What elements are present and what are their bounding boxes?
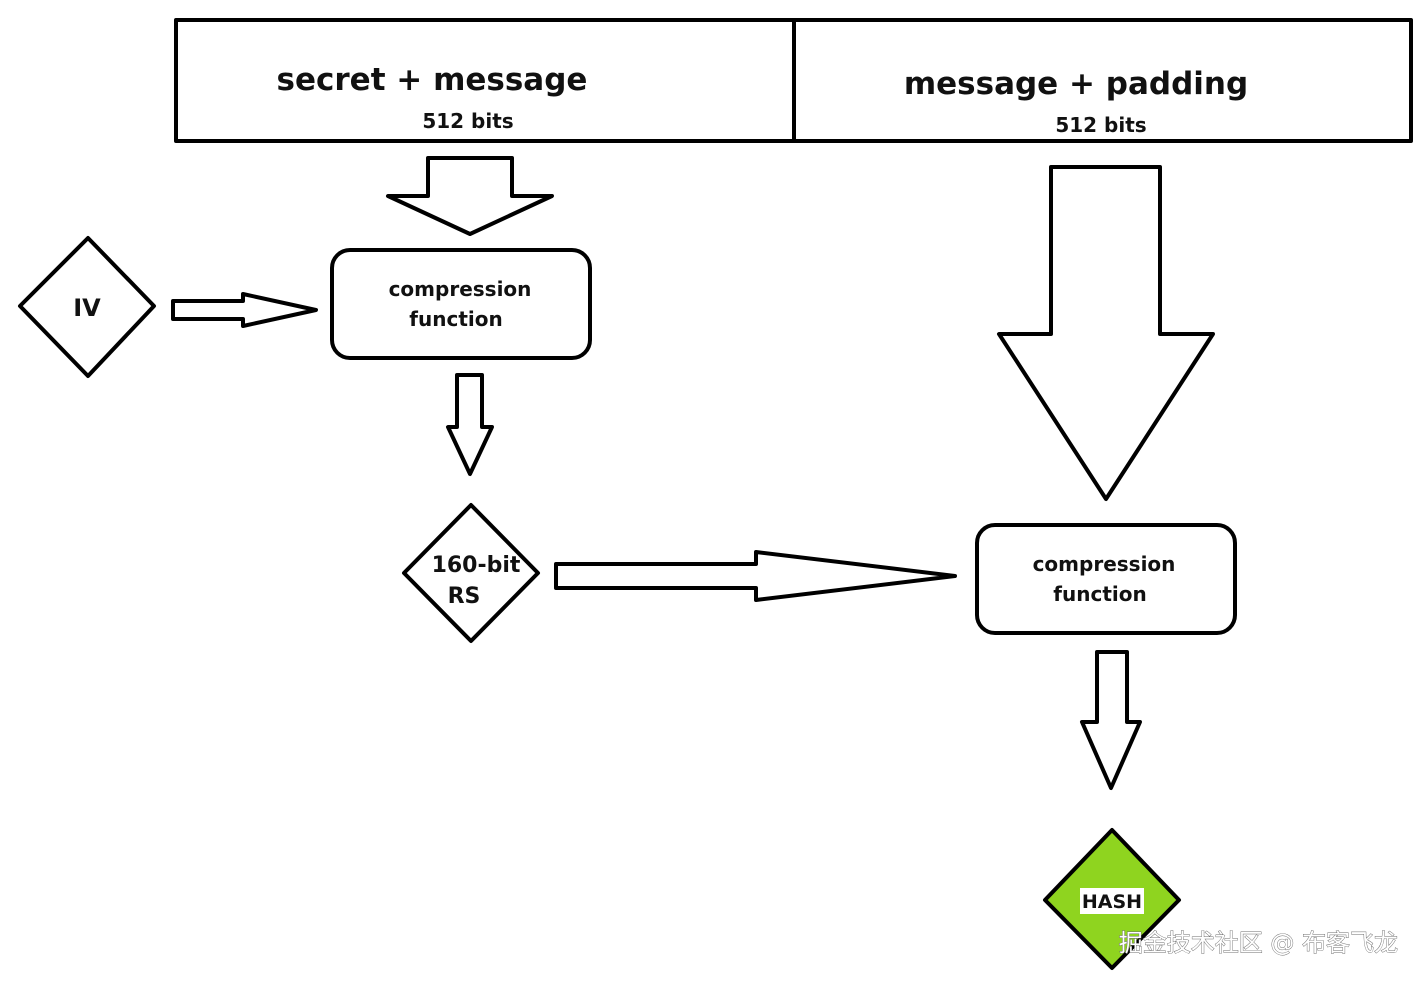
compression-right-line1: compression bbox=[1033, 552, 1176, 576]
rs-label-line1: 160-bit bbox=[432, 553, 521, 578]
big-down-arrow-header-to-compression-right bbox=[997, 165, 1215, 501]
compression-left-line1: compression bbox=[389, 277, 532, 301]
header-left-title: secret + message bbox=[277, 62, 588, 98]
header-right-bits: 512 bits bbox=[1055, 113, 1146, 137]
watermark-text: 掘金技术社区 @ 布客飞龙 bbox=[1119, 929, 1398, 957]
hash-label: HASH bbox=[1082, 891, 1142, 913]
compression-function-box-left bbox=[330, 248, 592, 360]
hash-label-background bbox=[1080, 888, 1144, 914]
down-arrow-compression-to-rs bbox=[446, 373, 494, 476]
rs-label-line2: RS bbox=[448, 584, 481, 609]
right-arrow-iv-to-compression-left bbox=[171, 292, 318, 328]
down-arrow-compression-to-hash bbox=[1080, 650, 1142, 790]
iv-diamond bbox=[18, 236, 156, 378]
right-arrow-rs-to-compression-right bbox=[554, 550, 957, 602]
iv-label: IV bbox=[73, 294, 101, 322]
header-left-bits: 512 bits bbox=[422, 109, 513, 133]
header-left-box bbox=[174, 18, 796, 143]
compression-function-box-right bbox=[975, 523, 1237, 635]
down-arrow-header-to-compression-left bbox=[386, 156, 554, 236]
compression-right-line2: function bbox=[1053, 582, 1146, 606]
header-right-box bbox=[792, 18, 1413, 143]
rs-diamond bbox=[402, 503, 540, 643]
header-right-title: message + padding bbox=[904, 66, 1248, 102]
input-block-header: secret + message 512 bits message + padd… bbox=[174, 18, 1413, 143]
compression-left-line2: function bbox=[409, 307, 502, 331]
